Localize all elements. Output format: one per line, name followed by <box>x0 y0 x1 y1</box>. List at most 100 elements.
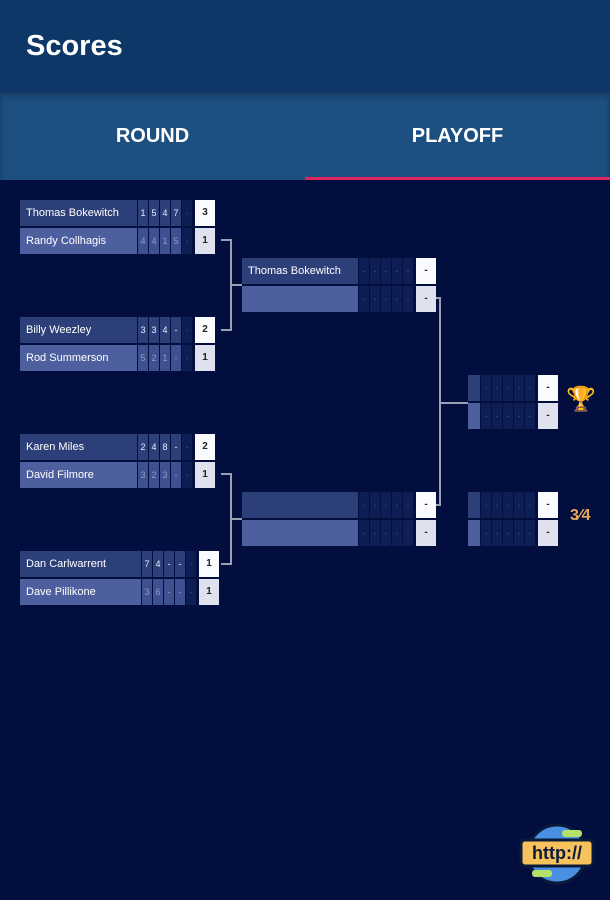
set-score: - <box>359 258 369 284</box>
total-score: - <box>538 492 558 518</box>
set-score: - <box>175 579 185 605</box>
match-6-player-row[interactable]: ------ <box>242 492 436 518</box>
set-score: 1 <box>138 200 148 226</box>
player-name: Billy Weezley <box>20 317 137 343</box>
total-score: - <box>416 286 436 312</box>
match-5-player-row[interactable]: ------ <box>242 286 436 312</box>
connector-sf1-sf2 <box>431 297 468 506</box>
total-score: - <box>416 492 436 518</box>
set-score: - <box>503 520 513 546</box>
set-score: 7 <box>142 551 152 577</box>
set-score: 8 <box>160 434 170 460</box>
set-score: - <box>370 258 380 284</box>
set-score: - <box>392 492 402 518</box>
set-score: - <box>164 579 174 605</box>
total-score: - <box>538 375 558 401</box>
player-name: Dan Carlwarrent <box>20 551 141 577</box>
player-name: David Filmore <box>20 462 137 488</box>
total-score: 1 <box>195 462 215 488</box>
tab-round[interactable]: ROUND <box>115 124 190 147</box>
app-header: Scores <box>0 0 610 92</box>
total-score: 1 <box>199 579 219 605</box>
set-score: - <box>481 375 491 401</box>
match-8-player-row[interactable]: ------ <box>468 492 558 518</box>
set-score: 5 <box>171 228 181 254</box>
total-score: 1 <box>199 551 219 577</box>
set-score: 3 <box>138 462 148 488</box>
match-5-player-row[interactable]: Thomas Bokewitch------ <box>242 258 436 284</box>
set-score: - <box>171 462 181 488</box>
http-globe-icon[interactable]: http:// <box>518 822 596 886</box>
player-name: Thomas Bokewitch <box>20 200 137 226</box>
set-score: - <box>359 286 369 312</box>
set-score: 3 <box>149 317 159 343</box>
set-score: 1 <box>160 228 170 254</box>
set-score: - <box>525 492 535 518</box>
set-score: - <box>492 375 502 401</box>
set-score: - <box>171 434 181 460</box>
set-score: - <box>381 286 391 312</box>
set-score: - <box>503 492 513 518</box>
connector-qf3-qf4 <box>221 473 242 565</box>
set-score: 3 <box>160 462 170 488</box>
set-score: - <box>370 286 380 312</box>
total-score: - <box>538 403 558 429</box>
set-score: - <box>381 520 391 546</box>
set-score: - <box>182 462 192 488</box>
set-score: 5 <box>138 345 148 371</box>
set-score: - <box>392 258 402 284</box>
set-score: 5 <box>149 200 159 226</box>
set-score: - <box>381 492 391 518</box>
set-score: - <box>175 551 185 577</box>
set-score: 2 <box>149 345 159 371</box>
set-score: - <box>525 520 535 546</box>
match-8-player-row[interactable]: ------ <box>468 520 558 546</box>
connector-qf1-qf2 <box>221 239 242 331</box>
three-quarters-icon: 3⁄4 <box>570 507 591 524</box>
match-7-player-row[interactable]: ------ <box>468 375 558 401</box>
set-score: - <box>171 317 181 343</box>
set-score: 2 <box>138 434 148 460</box>
set-score: - <box>503 375 513 401</box>
set-score: 1 <box>160 345 170 371</box>
total-score: 1 <box>195 345 215 371</box>
set-score: 4 <box>138 228 148 254</box>
set-score: - <box>503 403 513 429</box>
set-score: 4 <box>149 434 159 460</box>
match-7-player-row[interactable]: ------ <box>468 403 558 429</box>
total-score: - <box>538 520 558 546</box>
set-score: - <box>403 492 413 518</box>
set-score: - <box>403 258 413 284</box>
player-name: Thomas Bokewitch <box>242 258 358 284</box>
set-score: - <box>525 403 535 429</box>
set-score: - <box>514 520 524 546</box>
set-score: - <box>392 286 402 312</box>
match-6-player-row[interactable]: ------ <box>242 520 436 546</box>
set-score: - <box>359 520 369 546</box>
set-score: - <box>182 317 192 343</box>
set-score: - <box>171 345 181 371</box>
total-score: 2 <box>195 317 215 343</box>
trophy-icon: 🏆 <box>566 386 596 413</box>
tab-playoff[interactable]: PLAYOFF <box>305 92 610 180</box>
set-score: - <box>492 492 502 518</box>
set-score: 4 <box>149 228 159 254</box>
page-title: Scores <box>26 30 123 62</box>
set-score: - <box>186 579 196 605</box>
set-score: 3 <box>142 579 152 605</box>
set-score: - <box>492 520 502 546</box>
total-score: 1 <box>195 228 215 254</box>
set-score: - <box>381 258 391 284</box>
set-score: - <box>514 403 524 429</box>
player-name <box>468 520 480 546</box>
player-name <box>468 492 480 518</box>
